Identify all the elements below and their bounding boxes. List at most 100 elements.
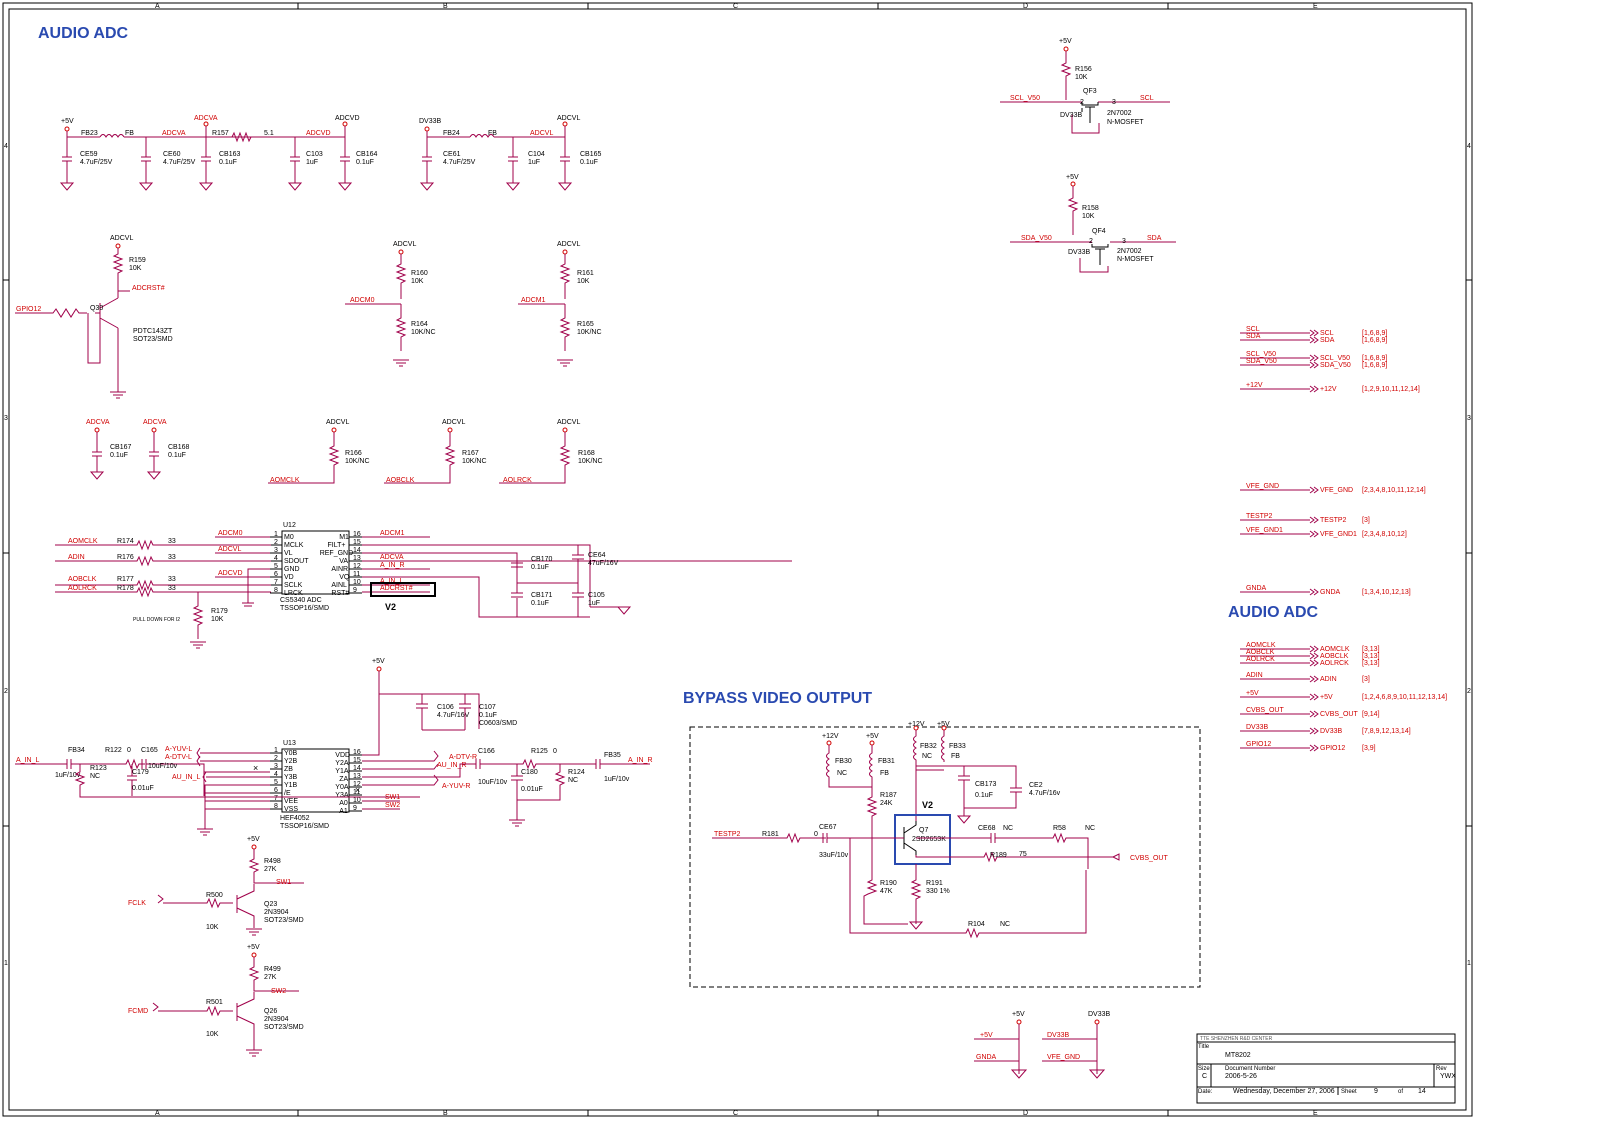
svg-text:YWX: YWX bbox=[1440, 1073, 1456, 1080]
offpage-net-9: AOMCLK bbox=[1246, 642, 1276, 649]
svg-text:R167: R167 bbox=[462, 450, 479, 457]
svg-text:R159: R159 bbox=[129, 257, 146, 264]
svg-text:DV33B: DV33B bbox=[1088, 1011, 1111, 1018]
u12-pin-num-14: 14 bbox=[353, 547, 361, 554]
offpage-ref-4: [1,2,9,10,11,12,14] bbox=[1362, 386, 1420, 393]
svg-text:R58: R58 bbox=[1053, 825, 1066, 832]
offpage-port-7: VFE_GND1 bbox=[1320, 531, 1357, 538]
svg-text:9: 9 bbox=[1374, 1088, 1378, 1095]
u12-pin-name-4: SDOUT bbox=[284, 558, 309, 565]
net-label-adcvd: ADCVD bbox=[335, 115, 360, 122]
u12-pin-num-1: 1 bbox=[274, 531, 278, 538]
svg-text:ADCRST#: ADCRST# bbox=[380, 585, 413, 592]
svg-text:FB32: FB32 bbox=[920, 743, 937, 750]
offpage-ref-13: [1,2,4,6,8,9,10,11,12,13,14] bbox=[1362, 694, 1447, 701]
svg-text:0.1uF: 0.1uF bbox=[110, 452, 128, 459]
u12-pin-name-14: REF_GND bbox=[320, 550, 353, 557]
u13-pin-name-8: VSS bbox=[284, 806, 298, 813]
offpage-connector-13[interactable]: +5V+5V[1,2,4,6,8,9,10,11,12,13,14] bbox=[1240, 690, 1447, 701]
offpage-net-2: SCL_V50 bbox=[1246, 351, 1276, 358]
svg-text:FCLK: FCLK bbox=[128, 900, 146, 907]
svg-text:C103: C103 bbox=[306, 151, 323, 158]
mode-pin-r161-r165: ADCVL R161 10K ADCM1 R165 10K/NC bbox=[518, 241, 602, 367]
svg-text:C165: C165 bbox=[141, 747, 158, 754]
fb24-label: FB24 bbox=[443, 130, 460, 137]
svg-text:ADCVL: ADCVL bbox=[557, 419, 580, 426]
cb171-capacitor: CB171 0.1uF bbox=[531, 592, 553, 607]
svg-text:of: of bbox=[1398, 1089, 1403, 1095]
row-label-1: 1 bbox=[4, 960, 8, 967]
row-label-2: 2 bbox=[4, 688, 8, 695]
svg-text:ADCVL: ADCVL bbox=[393, 241, 416, 248]
fb24-value: FB bbox=[488, 130, 497, 137]
svg-text:ADCVA: ADCVA bbox=[380, 554, 404, 561]
cb167-decoupling: ADCVA CB167 0.1uF bbox=[86, 419, 132, 480]
svg-text:33: 33 bbox=[168, 554, 176, 561]
svg-text:0.1uF: 0.1uF bbox=[356, 159, 374, 166]
u12-pin-num-10: 10 bbox=[353, 579, 361, 586]
svg-text:FB: FB bbox=[951, 753, 960, 760]
svg-text:U13: U13 bbox=[283, 740, 296, 747]
svg-text:NC: NC bbox=[837, 770, 847, 777]
offpage-port-2: SCL_V50 bbox=[1320, 355, 1350, 362]
col-label-b-bottom: B bbox=[443, 1110, 448, 1117]
svg-text:FCMD: FCMD bbox=[128, 1008, 148, 1015]
svg-text:1uF: 1uF bbox=[306, 159, 318, 166]
u13-pin-name-4: Y3B bbox=[284, 774, 298, 781]
svg-text:+12V: +12V bbox=[908, 721, 925, 728]
svg-text:+5V: +5V bbox=[372, 658, 385, 665]
svg-text:ADCVL: ADCVL bbox=[326, 419, 349, 426]
svg-text:ADCVL: ADCVL bbox=[110, 235, 133, 242]
svg-text:CB173: CB173 bbox=[975, 781, 997, 788]
svg-text:10K/NC: 10K/NC bbox=[578, 458, 603, 465]
svg-text:Title: Title bbox=[1198, 1044, 1210, 1050]
offpage-connector-4[interactable]: +12V+12V[1,2,9,10,11,12,14] bbox=[1240, 382, 1420, 393]
ce59-capacitor: CE59 4.7uF/25V bbox=[59, 137, 113, 191]
u12-pin-num-6: 6 bbox=[274, 571, 278, 578]
u13-pin-num-10: 10 bbox=[353, 797, 361, 804]
u13-pin-num-5: 5 bbox=[274, 779, 278, 786]
svg-text:NC: NC bbox=[90, 773, 100, 780]
svg-text:10K/NC: 10K/NC bbox=[345, 458, 370, 465]
svg-text:TTE SHENZHEN R&D CENTER: TTE SHENZHEN R&D CENTER bbox=[1200, 1036, 1273, 1042]
row-label-4: 4 bbox=[4, 143, 8, 150]
svg-text:DV33B: DV33B bbox=[1068, 249, 1091, 256]
svg-text:Sheet: Sheet bbox=[1341, 1089, 1357, 1095]
svg-text:SDA_V50: SDA_V50 bbox=[1021, 235, 1052, 242]
u12-pin-name-6: VD bbox=[284, 574, 294, 581]
svg-text:R166: R166 bbox=[345, 450, 362, 457]
offpage-net-8: GNDA bbox=[1246, 585, 1267, 592]
svg-text:U12: U12 bbox=[283, 522, 296, 529]
svg-text:AOBCLK: AOBCLK bbox=[386, 477, 415, 484]
svg-text:TSSOP16/SMD: TSSOP16/SMD bbox=[280, 605, 329, 612]
c107-capacitor: C107 0.1uF C0603/SMD bbox=[459, 694, 517, 730]
r166-pulldown: ADCVL R166 10K/NC AOMCLK bbox=[268, 419, 370, 484]
net-label-adcvd-wire: ADCVD bbox=[306, 130, 331, 137]
svg-text:10K: 10K bbox=[129, 265, 142, 272]
svg-text:ADCM0: ADCM0 bbox=[218, 530, 243, 537]
svg-text:MT8202: MT8202 bbox=[1225, 1052, 1251, 1059]
svg-text:ADIN: ADIN bbox=[68, 554, 85, 561]
svg-text:R165: R165 bbox=[577, 321, 594, 328]
svg-text:Size: Size bbox=[1198, 1066, 1210, 1072]
col-label-c-bottom: C bbox=[733, 1110, 738, 1117]
svg-text:CB165: CB165 bbox=[580, 151, 602, 158]
svg-text:10K: 10K bbox=[211, 616, 224, 623]
svg-text:+5V: +5V bbox=[1012, 1011, 1025, 1018]
offpage-port-0: SCL bbox=[1320, 330, 1334, 337]
